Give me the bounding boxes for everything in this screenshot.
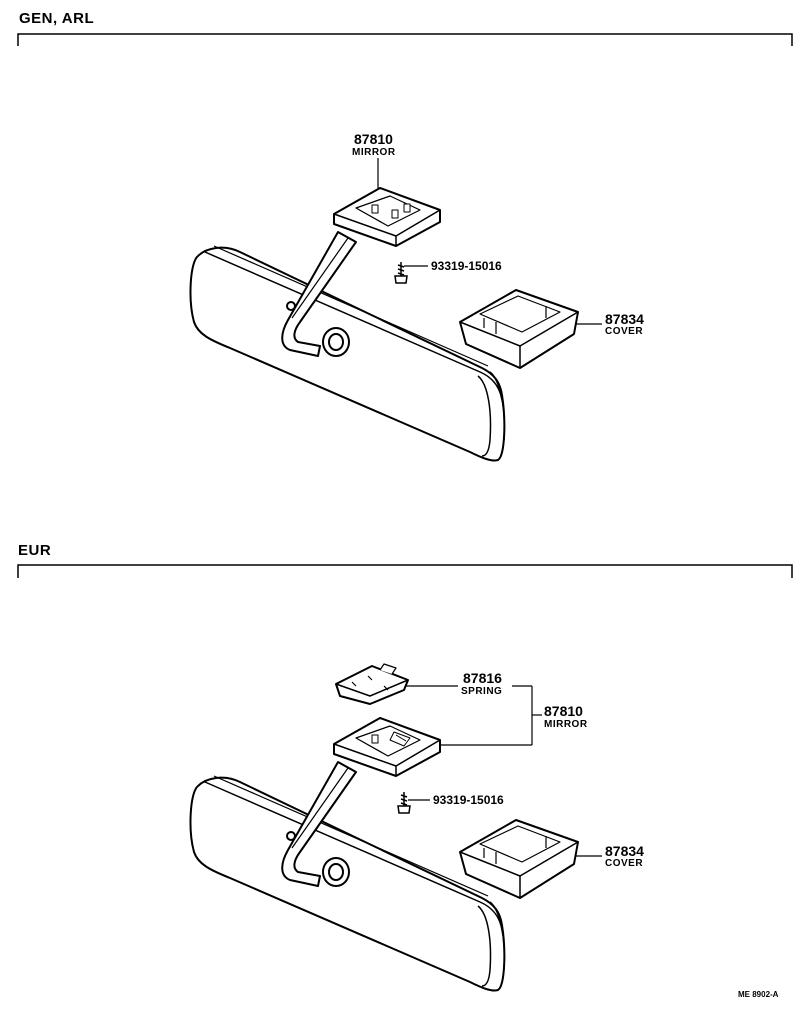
callout-screw-code-bottom: 93319-15016	[433, 793, 504, 807]
callout-cover-name-bottom: COVER	[605, 858, 644, 869]
callout-spring-name-bottom: SPRING	[461, 686, 503, 697]
section-frame-bottom	[17, 564, 793, 578]
callout-cover-number-top: 87834	[605, 311, 644, 327]
rearview-mirror-bottom	[189, 775, 506, 992]
mirror-mount-bottom	[333, 717, 441, 777]
spring-bottom	[335, 663, 409, 705]
callout-mirror-number-bottom: 87810	[544, 703, 583, 719]
callout-screw-code-top: 93319-15016	[431, 259, 502, 273]
section-frame-top	[17, 33, 793, 46]
callout-mirror-name-top: MIRROR	[352, 147, 396, 158]
callout-mirror-number-top: 87810	[354, 131, 393, 147]
leader-lines-bottom	[406, 685, 602, 857]
cover-top	[459, 289, 579, 369]
cover-bottom	[459, 819, 579, 899]
screw-bottom	[397, 792, 411, 814]
screw-top	[394, 262, 408, 284]
mirror-stay-bottom	[281, 761, 357, 887]
callout-mirror-name-bottom: MIRROR	[544, 719, 588, 730]
mirror-stay-top	[281, 231, 357, 357]
callout-spring-number-bottom: 87816	[463, 670, 502, 686]
section-label-top: GEN, ARL	[19, 10, 95, 27]
leader-lines-top	[377, 158, 602, 325]
callout-cover-name-top: COVER	[605, 326, 644, 337]
rearview-mirror-top	[189, 245, 506, 462]
mirror-mount-top	[333, 187, 441, 247]
figure-reference-code: ME 8902-A	[738, 990, 779, 999]
section-label-bottom: EUR	[18, 542, 52, 559]
callout-cover-number-bottom: 87834	[605, 843, 644, 859]
